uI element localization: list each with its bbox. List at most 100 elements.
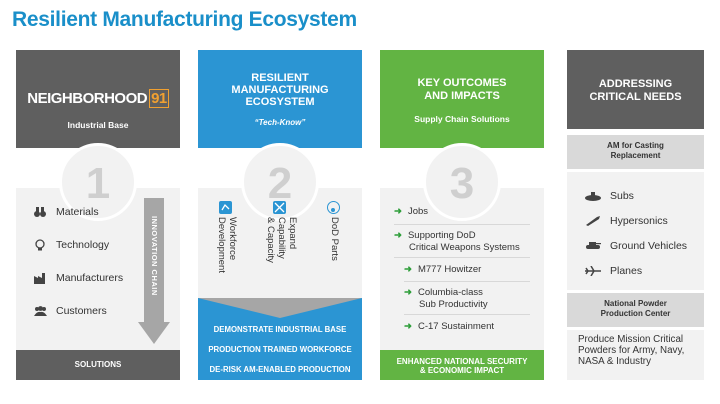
tank-icon [585,241,601,251]
arrow-icon: ➜ [404,264,412,275]
need-subs: Subs [585,190,634,202]
customers-label: Customers [56,305,107,317]
list-item-customers: Customers [34,305,107,317]
divider [404,314,530,315]
page-title: Resilient Manufacturing Ecosystem [12,8,357,31]
powder-text-line3: NASA & Industry [578,356,651,367]
powder-box: National Powder Production Center [567,293,704,327]
col4-heading-line2: CRITICAL NEEDS [589,91,682,103]
casting-line1: AM for Casting [607,141,664,150]
manufacturers-label: Manufacturers [56,272,124,284]
arrow-icon: ➜ [394,206,402,217]
arrow-icon: ➜ [394,230,402,241]
columbia-line2: Sub Productivity [419,299,488,310]
supporting-line2: Critical Weapons Systems [409,242,520,253]
workforce-development-text: Workforce Development [216,217,238,273]
list-item-manufacturers: Manufacturers [34,272,123,284]
col4-heading: ADDRESSING CRITICAL NEEDS [567,78,704,104]
col3-heading: KEY OUTCOMES AND IMPACTS [380,77,544,103]
footer-production: PRODUCTION TRAINED WORKFORCE [208,345,352,354]
columbia-line1: Columbia-class [417,287,483,298]
arrow-icon: ➜ [404,321,412,332]
col3-footer-line1: ENHANCED NATIONAL SECURITY [396,357,528,366]
powder-description: Produce Mission Critical Powders for Arm… [567,330,704,380]
logo-text: NEIGHBORHOOD [27,90,148,107]
fan-icon [327,201,340,214]
innovation-chain-arrowhead [138,322,170,344]
col2-footer-lines: DEMONSTRATE INDUSTRIAL BASE PRODUCTION T… [198,320,362,380]
workforce-line2: Development [216,217,227,273]
outcome-c17: ➜ C-17 Sustainment [404,321,494,333]
divider [394,257,530,258]
col2-heading-line1: RESILIENT [251,72,309,84]
divider [404,281,530,282]
need-ground-vehicles: Ground Vehicles [585,240,687,252]
missile-icon [585,216,601,226]
materials-label: Materials [56,206,99,218]
col3-header: KEY OUTCOMES AND IMPACTS Supply Chain So… [380,50,544,148]
column-ecosystem: RESILIENT MANUFACTURING ECOSYSTEM “Tech-… [198,50,362,380]
step-number-1: 1 [59,143,137,221]
subs-label: Subs [610,190,634,202]
planes-label: Planes [610,265,643,277]
col3-footer: ENHANCED NATIONAL SECURITY & ECONOMIC IM… [380,350,544,380]
outcome-jobs: ➜ Jobs [394,206,428,218]
casting-line2: Replacement [610,151,661,160]
need-hypersonics: Hypersonics [585,215,668,227]
step-number-3: 3 [423,143,501,221]
col1-subtitle: Industrial Base [67,120,129,130]
expand-icon [273,201,286,214]
binoculars-icon [34,206,46,218]
col2-chevron-overlay [198,298,362,318]
logo-number: 91 [149,89,169,108]
m777-label: M777 Howitzer [417,264,482,275]
col4-heading-line1: ADDRESSING [598,78,673,90]
workforce-line1: Workforce [227,217,238,261]
list-item-materials: Materials [34,206,99,218]
footer-demonstrate: DEMONSTRATE INDUSTRIAL BASE [213,325,347,334]
lightbulb-icon [34,239,46,251]
col2-tagline: “Tech-Know” [254,118,306,127]
jobs-label: Jobs [407,206,429,217]
casting-box: AM for Casting Replacement [567,135,704,169]
col3-footer-line2: & ECONOMIC IMPACT [419,366,505,375]
solutions-label: SOLUTIONS [74,360,122,369]
col3-heading-line1: KEY OUTCOMES [417,77,507,89]
col2-header: RESILIENT MANUFACTURING ECOSYSTEM “Tech-… [198,50,362,148]
powder-line1: National Powder [604,299,667,308]
col4-header: ADDRESSING CRITICAL NEEDS [567,50,704,129]
col1-footer: SOLUTIONS [16,350,180,380]
column-outcomes: KEY OUTCOMES AND IMPACTS Supply Chain So… [380,50,544,380]
technology-label: Technology [56,239,110,251]
col2-heading-line3: ECOSYSTEM [245,96,315,108]
dod-parts-text: DoD Parts [329,217,340,261]
expand-capability-text: Expand Capability & Capacity [265,217,298,263]
expand-line2: Capability [276,217,287,259]
divider [394,224,530,225]
list-item-technology: Technology [34,239,109,251]
ground-vehicles-label: Ground Vehicles [610,240,688,252]
col2-heading-line2: MANUFACTURING [231,84,329,96]
c17-label: C-17 Sustainment [417,321,495,332]
need-planes: Planes [585,265,642,277]
powder-line2: Production Center [600,309,671,318]
powder-text-line1: Produce Mission Critical [578,334,684,345]
expand-line1: Expand [287,217,298,250]
submarine-icon [585,191,601,201]
innovation-chain-label: INNOVATION CHAIN [150,216,159,296]
powder-text-line2: Powders for Army, Navy, [578,345,685,356]
innovation-chain-arrow [144,198,164,322]
dod-parts-line1: DoD Parts [329,217,340,261]
outcome-columbia: ➜Columbia-class Sub Productivity [404,287,488,311]
column-critical-needs: ADDRESSING CRITICAL NEEDS AM for Casting… [567,50,704,380]
factory-icon [34,272,46,284]
col2-heading: RESILIENT MANUFACTURING ECOSYSTEM [198,72,362,108]
users-icon [34,305,47,317]
outcome-m777: ➜ M777 Howitzer [404,264,481,276]
plane-icon [585,265,601,277]
col3-heading-line2: AND IMPACTS [424,90,500,102]
supporting-line1: Supporting DoD [407,230,476,241]
